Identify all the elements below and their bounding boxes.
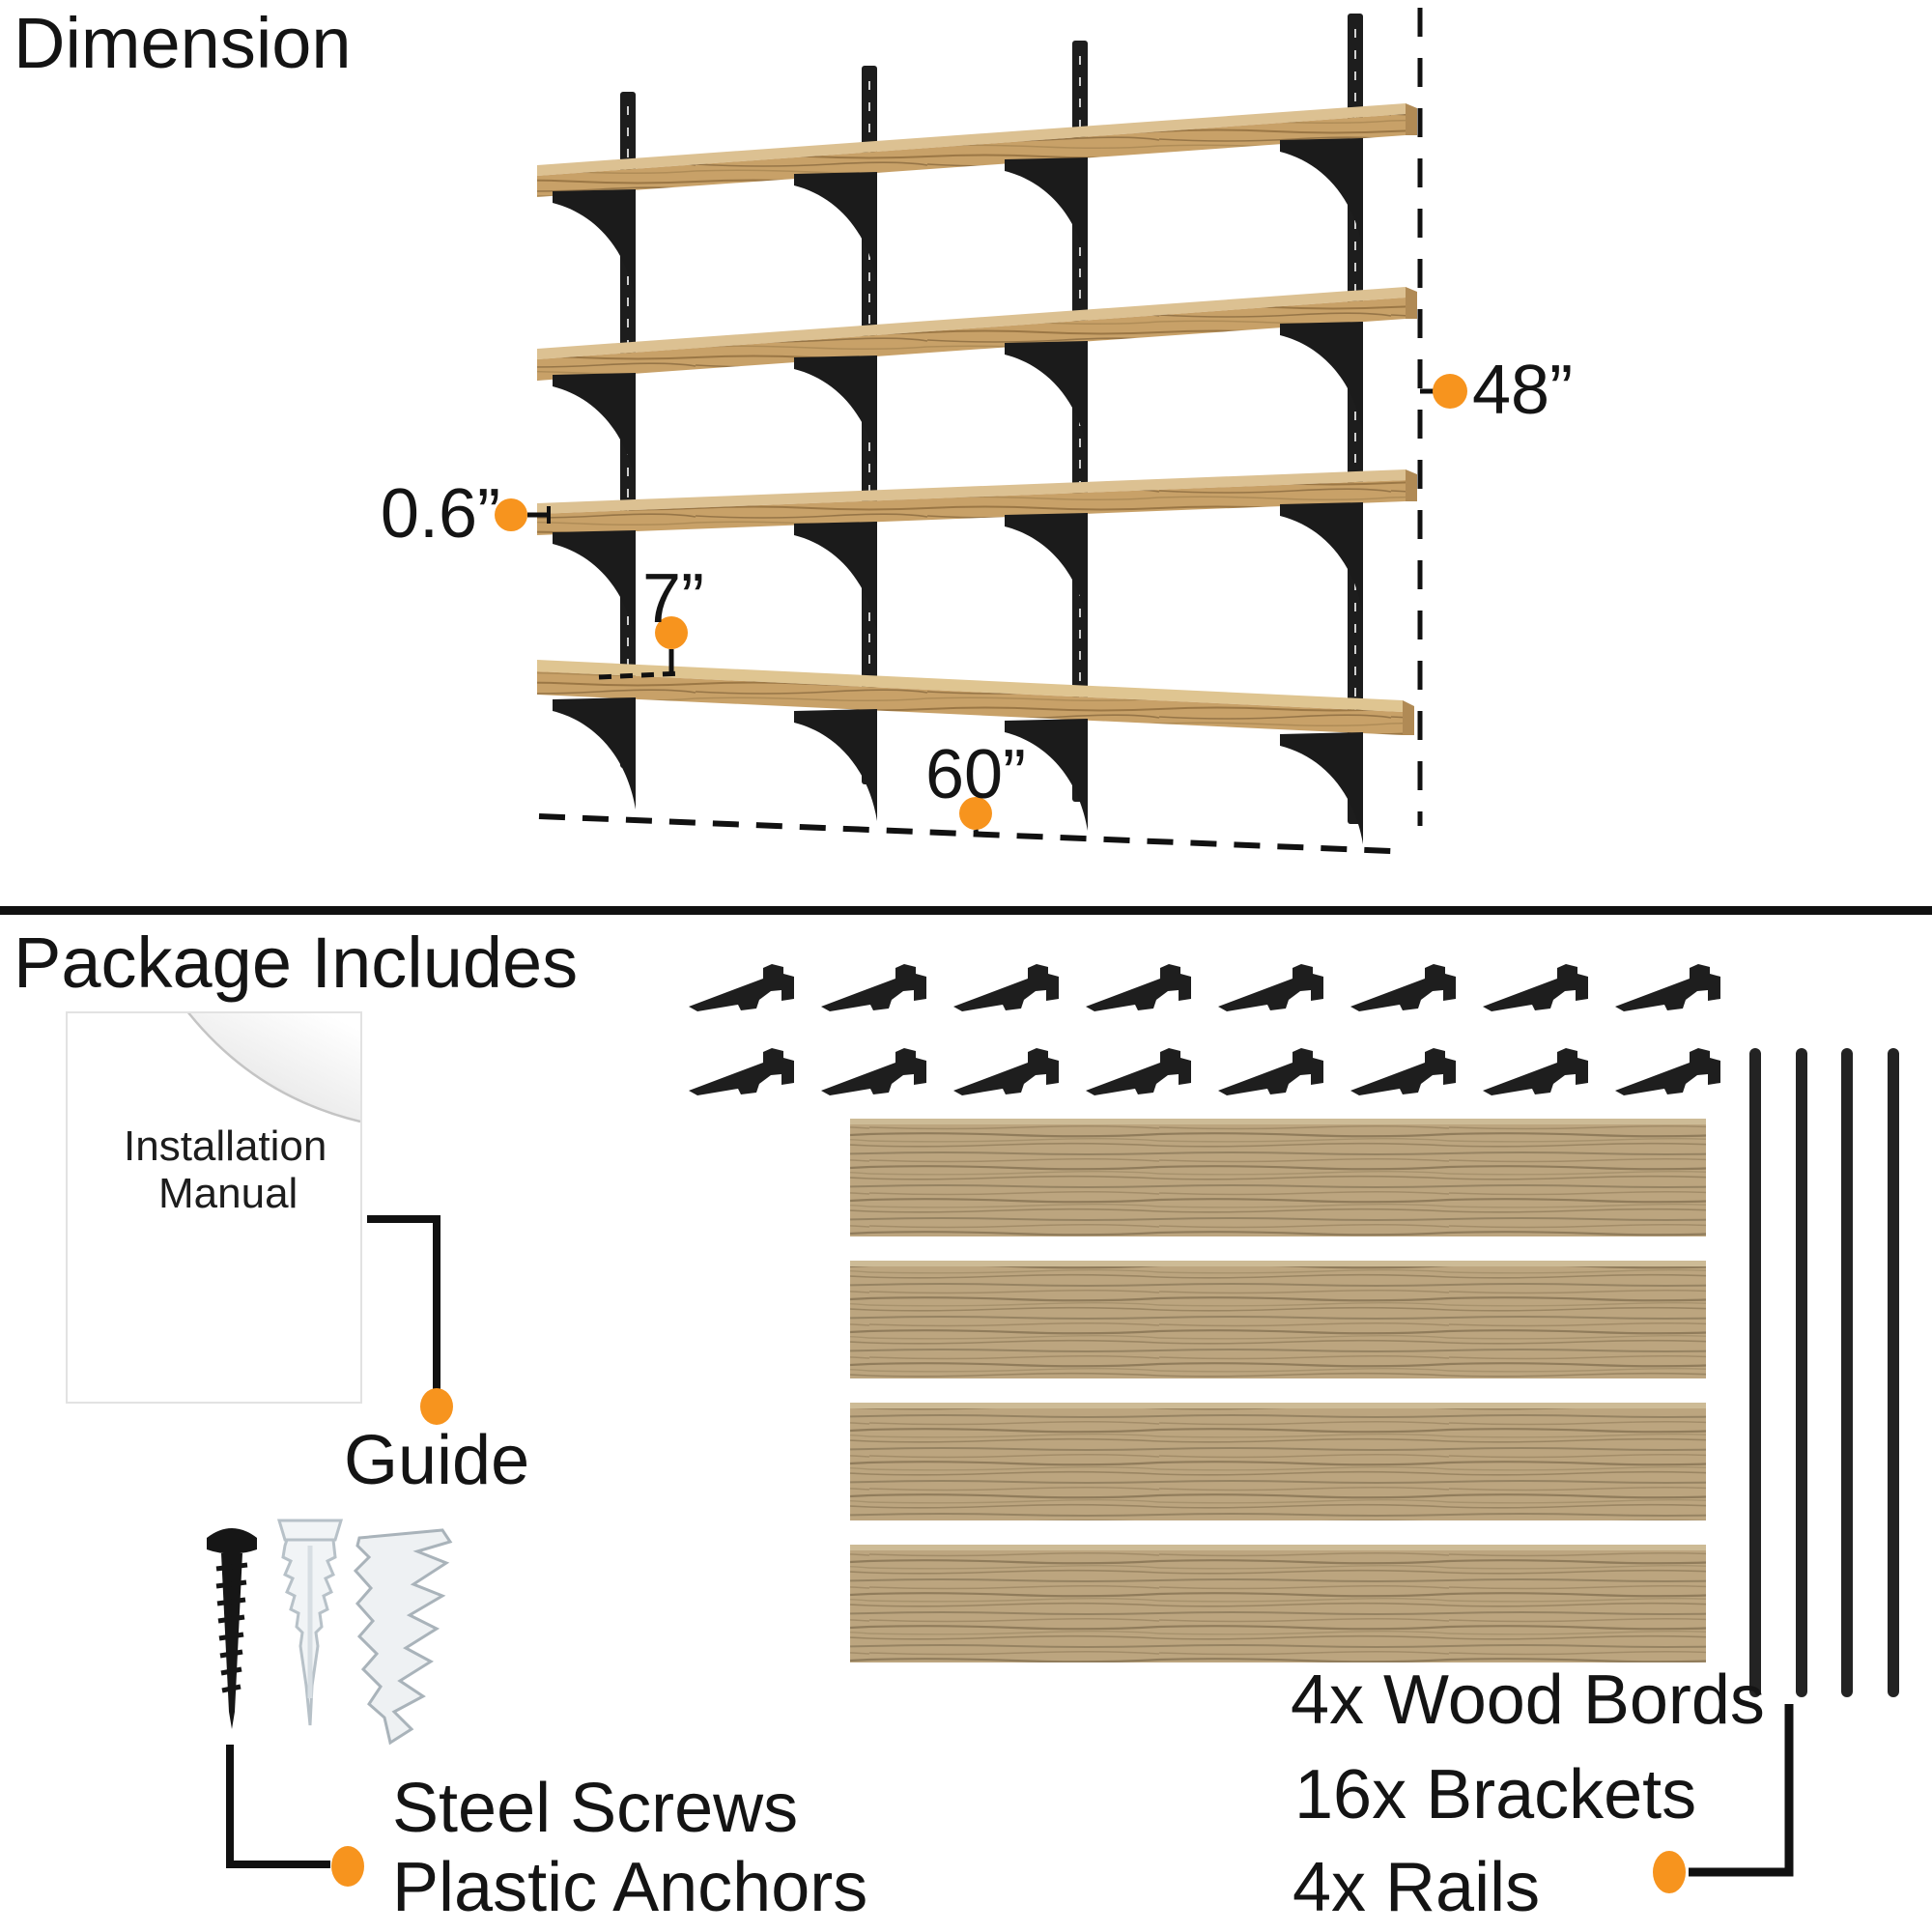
screws-connector xyxy=(226,1745,364,1887)
installation-manual-illustration: Installation Manual xyxy=(66,1011,362,1404)
plastic-anchors-label: Plastic Anchors xyxy=(392,1849,868,1926)
callout-dot xyxy=(331,1846,364,1887)
parts-connector xyxy=(1653,1704,1794,1893)
screw-illustration xyxy=(207,1528,257,1729)
guide-connector xyxy=(367,1215,453,1425)
height-dimension-line xyxy=(1417,8,1467,826)
depth-label: 7” xyxy=(641,560,705,638)
height-label: 48” xyxy=(1472,352,1574,429)
shelf-board-illustration xyxy=(537,103,1417,735)
callout-dot xyxy=(420,1388,453,1425)
width-label: 60” xyxy=(924,736,1027,813)
width-dimension-line xyxy=(538,797,1392,854)
package-brackets-illustration xyxy=(689,964,1720,1095)
wood-boards-label: 4x Wood Bords xyxy=(1291,1662,1765,1739)
dimension-dot xyxy=(1433,374,1467,409)
guide-label: Guide xyxy=(344,1422,530,1499)
rails-label: 4x Rails xyxy=(1293,1849,1541,1926)
wood-boards-illustration xyxy=(850,1119,1706,1662)
self-drilling-anchor-illustration xyxy=(353,1528,453,1746)
callout-dot xyxy=(1653,1851,1686,1893)
dimension-dot xyxy=(959,797,992,830)
dimension-title: Dimension xyxy=(14,3,352,83)
thickness-marker xyxy=(495,498,551,531)
dimension-dot xyxy=(495,498,527,531)
plastic-anchor-illustration xyxy=(276,1519,344,1726)
package-rails-illustration xyxy=(1749,1048,1899,1697)
depth-marker xyxy=(598,616,688,680)
dimension-dot xyxy=(655,616,688,649)
section-divider-line xyxy=(0,906,1932,915)
package-title: Package Includes xyxy=(14,923,579,1003)
shelf-unit-illustration xyxy=(495,8,1467,854)
steel-screws-label: Steel Screws xyxy=(392,1770,799,1847)
brackets-label: 16x Brackets xyxy=(1294,1756,1697,1833)
thickness-label: 0.6” xyxy=(380,475,500,553)
manual-title-line2: Manual xyxy=(158,1170,298,1217)
manual-title-line1: Installation xyxy=(124,1122,327,1170)
